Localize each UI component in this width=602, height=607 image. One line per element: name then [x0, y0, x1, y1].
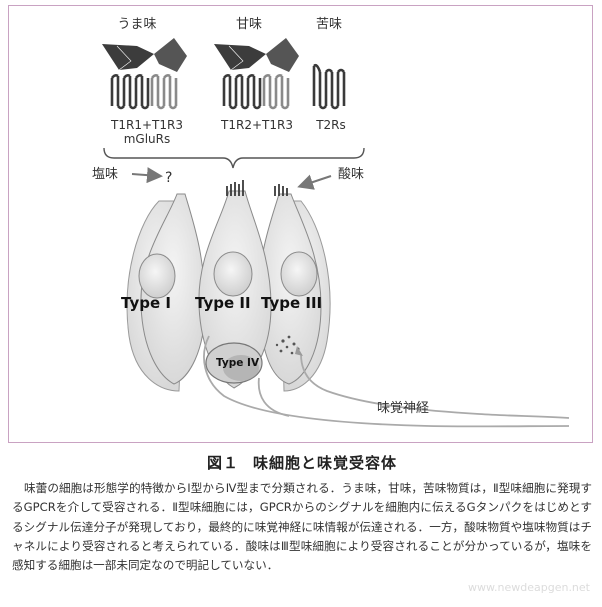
umami-receptor-name: T1R1+T1R3 — [110, 118, 183, 132]
bitter-label: 苦味 — [316, 16, 342, 32]
figure-caption: 図１ 味細胞と味覚受容体 味蕾の細胞は形態学的特徴からⅠ型からⅣ型まで分類される．… — [12, 452, 592, 575]
figure-frame: うま味 甘味 苦味 — [8, 5, 593, 443]
figure-number: 図１ — [206, 454, 239, 472]
caption-title-text: 味細胞と味覚受容体 — [253, 454, 398, 472]
sweet-label: 甘味 — [236, 17, 262, 32]
type-3-nucleus — [280, 251, 318, 297]
type-1-nucleus — [138, 253, 176, 299]
type-2-nucleus — [213, 251, 253, 297]
taste-cell-diagram: うま味 甘味 苦味 — [92, 16, 570, 428]
type-3-label: Type III — [261, 294, 322, 312]
type-1-label: Type I — [121, 294, 171, 312]
bitter-receptor-name: T2Rs — [315, 118, 346, 132]
sweet-receptor-icon — [214, 38, 299, 110]
umami-label: うま味 — [117, 17, 156, 32]
sweet-receptor-name: T1R2+T1R3 — [220, 118, 293, 132]
watermark: www.newdeapgen.net — [468, 581, 590, 594]
salty-unknown-mark: ? — [165, 170, 172, 186]
taste-nerve — [203, 335, 570, 428]
sour-channel-icon — [274, 184, 288, 196]
umami-receptor-icon — [102, 38, 187, 110]
bitter-receptor-icon — [312, 63, 346, 110]
taste-bud — [126, 180, 331, 392]
salty-arrow — [131, 167, 163, 184]
type-2-label: Type II — [195, 294, 251, 312]
caption-title: 図１ 味細胞と味覚受容体 — [12, 452, 592, 473]
apical-receptor-icon — [226, 180, 244, 196]
grouping-brace — [103, 147, 365, 169]
salty-label: 塩味 — [92, 167, 118, 182]
caption-body: 味蕾の細胞は形態学的特徴からⅠ型からⅣ型まで分類される．うま味，甘味，苦味物質は… — [12, 481, 592, 573]
nerve-ending-icon — [295, 346, 303, 356]
umami-receptor-name-2: mGluRs — [124, 132, 171, 146]
type-4-label: Type IV — [216, 357, 260, 369]
nerve-label: 味覚神経 — [377, 401, 429, 416]
sour-label: 酸味 — [338, 167, 364, 182]
sour-arrow — [297, 174, 332, 190]
